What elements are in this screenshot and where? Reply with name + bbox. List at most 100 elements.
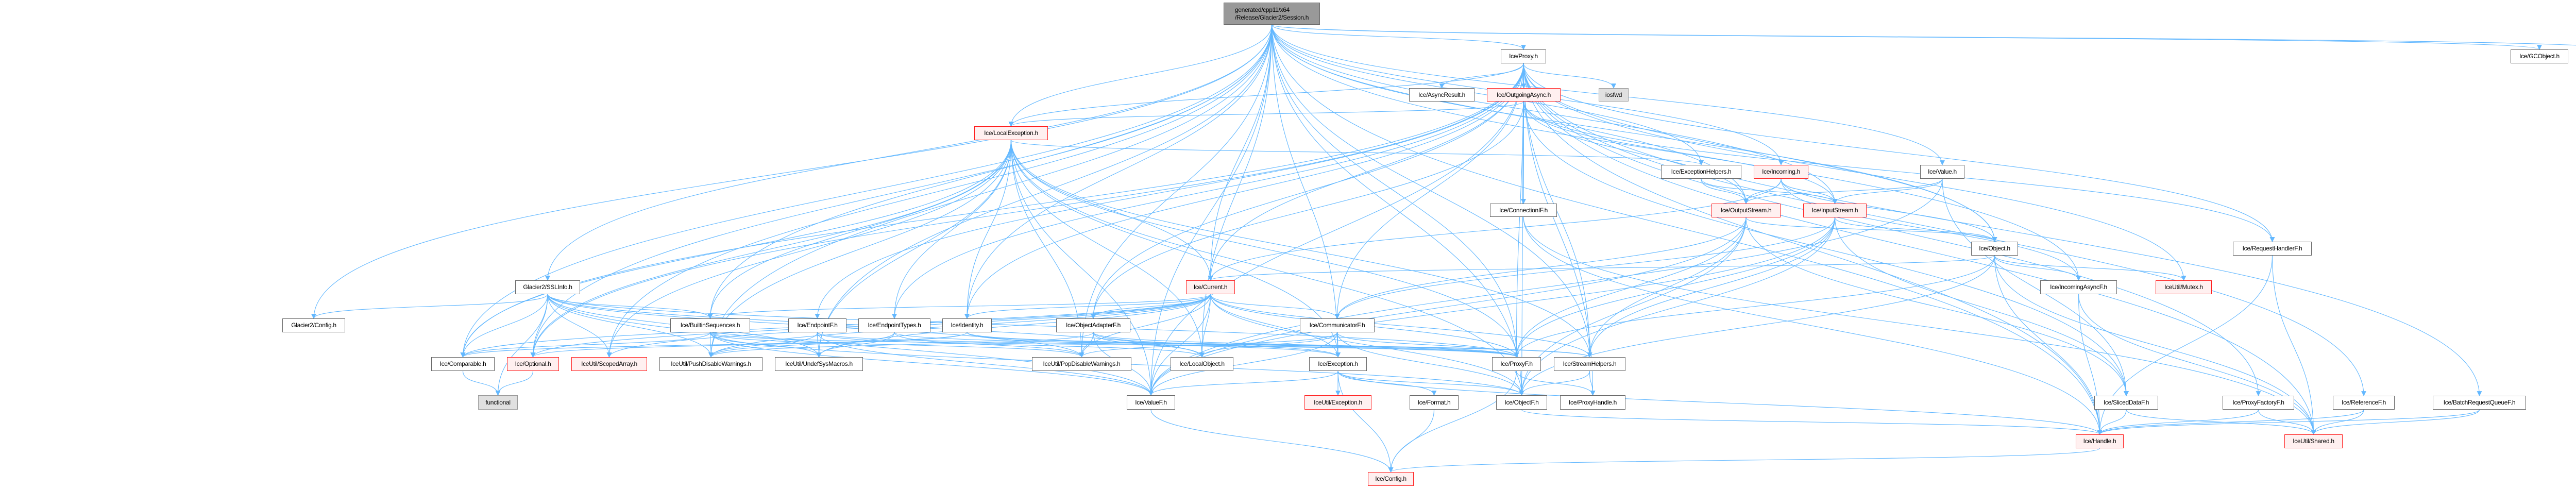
- graph-node-connectionif[interactable]: Ice/ConnectionIF.h: [1490, 204, 1557, 217]
- edge-root-to-identity: [964, 24, 1273, 319]
- graph-node-builtinsequences[interactable]: Ice/BuiltinSequences.h: [670, 318, 750, 332]
- edge-incoming-to-object: [1781, 178, 1997, 242]
- graph-node-endpointf[interactable]: Ice/EndpointF.h: [788, 318, 846, 332]
- edge-proxy-to-proxyfactoryf: [1523, 63, 2261, 396]
- graph-node-popdisable[interactable]: IceUtil/PopDisableWarnings.h: [1032, 357, 1131, 371]
- graph-node-exception[interactable]: Ice/Exception.h: [1309, 357, 1367, 371]
- graph-node-format[interactable]: Ice/Format.h: [1410, 395, 1459, 410]
- graph-node-iosfwd[interactable]: iosfwd: [1599, 88, 1629, 102]
- graph-node-localobject[interactable]: Ice/LocalObject.h: [1171, 357, 1233, 371]
- edge-sslinfo-to-scopedarray: [547, 294, 612, 358]
- edge-current-to-identity: [964, 294, 1211, 319]
- edge-localexception-to-objectf: [1010, 140, 1524, 396]
- graph-node-handle[interactable]: Ice/Handle.h: [2076, 434, 2124, 448]
- graph-node-outputstream[interactable]: Ice/OutputStream.h: [1711, 204, 1781, 217]
- graph-node-undefsys[interactable]: IceUtil/UndefSysMacros.h: [775, 357, 863, 371]
- graph-node-referencef[interactable]: Ice/ReferenceF.h: [2333, 396, 2395, 410]
- graph-node-comparable[interactable]: Ice/Comparable.h: [431, 357, 495, 371]
- edge-referencef-to-handle: [2097, 409, 2364, 435]
- graph-node-localexception[interactable]: Ice/LocalException.h: [974, 126, 1048, 140]
- edge-proxy-to-handle: [1523, 63, 2103, 435]
- edge-proxy-to-objectadapterf: [1091, 63, 1524, 319]
- graph-node-inputstream[interactable]: Ice/InputStream.h: [1803, 204, 1867, 217]
- graph-node-object[interactable]: Ice/Object.h: [1971, 242, 2018, 256]
- graph-node-scopedarray[interactable]: IceUtil/ScopedArray.h: [571, 357, 647, 371]
- edge-comparable-to-functional: [462, 370, 501, 396]
- edge-root-to-localobject: [1199, 24, 1273, 358]
- edge-requesthandlerf-to-shared: [2272, 255, 2316, 435]
- edge-connectionif-to-handle: [1523, 216, 2103, 435]
- edge-localexception-to-exceptionhelpers: [1010, 140, 1704, 165]
- graph-node-current[interactable]: Ice/Current.h: [1186, 280, 1235, 294]
- graph-node-pushdisable[interactable]: IceUtil/PushDisableWarnings.h: [659, 357, 762, 371]
- edge-localexception-to-localobject: [1010, 140, 1205, 358]
- edge-localexception-to-optional: [530, 140, 1012, 358]
- edge-sslinfo-to-optional: [530, 294, 548, 358]
- graph-node-mutex[interactable]: IceUtil/Mutex.h: [2156, 280, 2212, 294]
- graph-node-root[interactable]: generated/cpp11/x64 /Release/Glacier2/Se…: [1224, 3, 1320, 25]
- graph-node-objectadapterf[interactable]: Ice/ObjectAdapterF.h: [1056, 318, 1130, 332]
- edge-outgoingasync-to-requesthandlerf: [1523, 101, 2275, 242]
- graph-node-sslinfo[interactable]: Glacier2/SSLInfo.h: [515, 280, 580, 294]
- edge-outgoingasync-to-objectadapterf: [1091, 101, 1524, 319]
- graph-node-requesthandlerf[interactable]: Ice/RequestHandlerF.h: [2233, 242, 2312, 256]
- graph-node-iceutilexception[interactable]: IceUtil/Exception.h: [1304, 395, 1371, 410]
- edge-root-to-glacier2config: [311, 24, 1273, 319]
- edge-sslinfo-to-glacier2config: [311, 294, 548, 319]
- edge-proxy-to-asyncresult: [1439, 63, 1524, 89]
- edge-object-to-current: [1208, 255, 1995, 281]
- graph-node-value[interactable]: Ice/Value.h: [1920, 165, 1964, 179]
- edge-endpointf-to-proxyf: [817, 332, 1519, 358]
- edge-proxy-to-requesthandlerf: [1523, 63, 2275, 242]
- edge-object-to-shared: [1994, 255, 2316, 435]
- graph-node-endpointtypes[interactable]: Ice/EndpointTypes.h: [858, 318, 930, 332]
- graph-node-proxyhandle[interactable]: Ice/ProxyHandle.h: [1560, 395, 1625, 410]
- edge-communicatorf-to-localobject: [1199, 332, 1338, 358]
- edge-root-to-incomingasyncf: [1271, 24, 2081, 281]
- edge-streamhelpers-to-objectf: [1519, 370, 1590, 396]
- graph-node-functional[interactable]: functional: [478, 395, 518, 410]
- edge-localexception-to-exception: [1010, 140, 1341, 358]
- graph-node-identity[interactable]: Ice/Identity.h: [942, 318, 992, 332]
- graph-node-exceptionhelpers[interactable]: Ice/ExceptionHelpers.h: [1661, 165, 1741, 179]
- graph-node-glacier2config[interactable]: Glacier2/Config.h: [282, 318, 345, 332]
- graph-node-batchrequestqueuef[interactable]: Ice/BatchRequestQueueF.h: [2433, 396, 2526, 410]
- graph-node-streamhelpers[interactable]: Ice/StreamHelpers.h: [1554, 357, 1625, 371]
- edge-current-to-communicatorf: [1210, 294, 1340, 319]
- graph-node-optional[interactable]: Ice/Optional.h: [507, 357, 559, 371]
- graph-node-objectf[interactable]: Ice/ObjectF.h: [1496, 395, 1547, 410]
- graph-node-shared[interactable]: IceUtil/Shared.h: [2284, 434, 2343, 448]
- edge-localexception-to-proxyf: [1010, 140, 1519, 358]
- graph-node-gcobject[interactable]: Ice/GCObject.h: [2511, 49, 2568, 63]
- edge-incoming-to-incomingasyncf: [1781, 178, 2081, 281]
- edge-proxy-to-iosfwd: [1523, 63, 1616, 89]
- graph-node-proxyf[interactable]: Ice/ProxyF.h: [1492, 357, 1541, 371]
- edge-outgoingasync-to-inputstream: [1523, 101, 1838, 204]
- graph-node-outgoingasync[interactable]: Ice/OutgoingAsync.h: [1487, 88, 1561, 102]
- graph-node-incomingasyncf[interactable]: Ice/IncomingAsyncF.h: [2040, 280, 2117, 294]
- edge-identity-to-comparable: [460, 332, 968, 358]
- edge-value-to-outputstream: [1743, 178, 1943, 204]
- graph-node-valuef[interactable]: Ice/ValueF.h: [1127, 395, 1175, 410]
- graph-node-communicatorf[interactable]: Ice/CommunicatorF.h: [1300, 318, 1375, 332]
- edge-root-to-factorytableinit: [1271, 24, 2576, 46]
- edge-outgoingasync-to-connectionif: [1521, 101, 1526, 204]
- graph-node-proxyfactoryf[interactable]: Ice/ProxyFactoryF.h: [2223, 396, 2294, 410]
- edge-sslinfo-to-comparable: [460, 294, 548, 358]
- edge-incoming-to-inputstream: [1781, 178, 1838, 204]
- edge-communicatorf-to-popdisable: [1079, 332, 1338, 358]
- graph-node-incoming[interactable]: Ice/Incoming.h: [1754, 165, 1808, 179]
- graph-node-config[interactable]: Ice/Config.h: [1368, 472, 1414, 486]
- graph-node-proxy[interactable]: Ice/Proxy.h: [1501, 49, 1546, 63]
- edge-builtinsequences-to-comparable: [460, 332, 711, 358]
- graph-node-asyncresult[interactable]: Ice/AsyncResult.h: [1409, 88, 1475, 102]
- graph-node-sliceddataf[interactable]: Ice/SlicedDataF.h: [2094, 396, 2158, 410]
- edge-identity-to-proxyf: [967, 332, 1519, 358]
- edge-proxyf-to-config: [1388, 370, 1517, 473]
- edge-root-to-undefsys: [816, 24, 1273, 358]
- edge-outputstream-to-streamhelpers: [1587, 217, 1747, 358]
- edge-endpointf-to-valuef: [817, 332, 1154, 396]
- edge-localexception-to-comparable: [460, 140, 1012, 358]
- edge-sslinfo-to-valuef: [547, 294, 1154, 396]
